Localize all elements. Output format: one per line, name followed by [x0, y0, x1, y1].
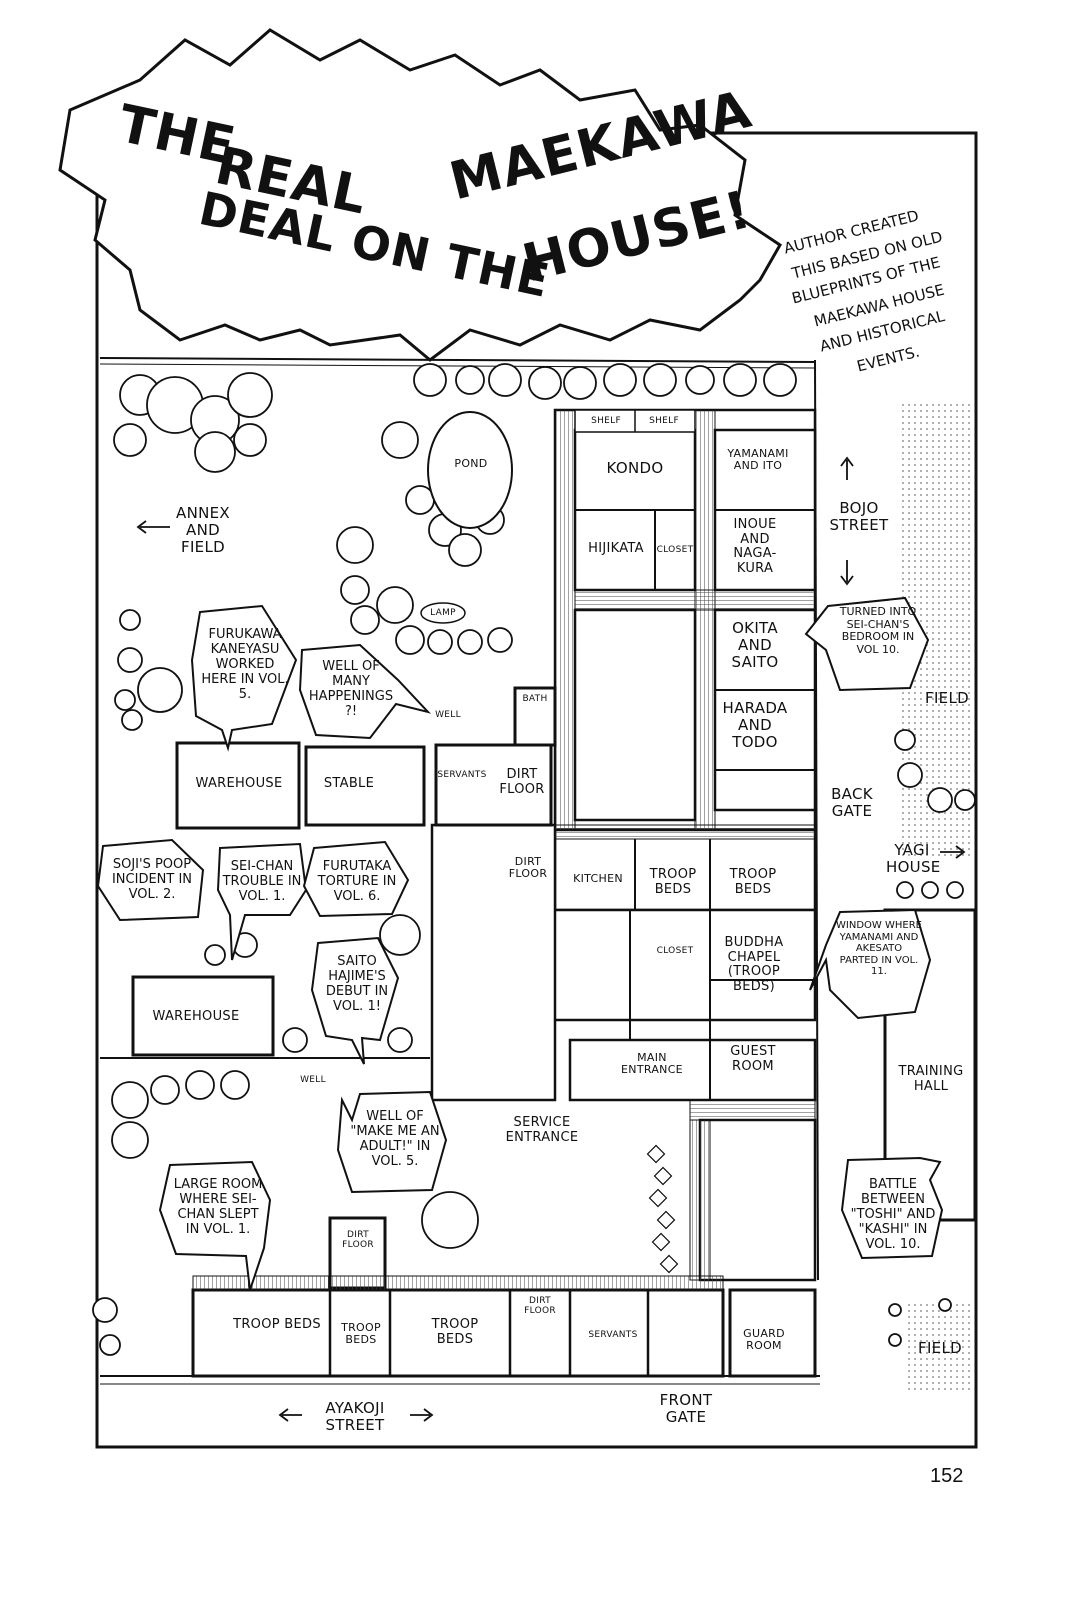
page-number: 152: [930, 1465, 964, 1487]
harada-todo-label: HARADA AND TODO: [722, 699, 788, 751]
direction-arrows: [136, 456, 966, 1422]
guest-room-label: GUEST ROOM: [730, 1044, 776, 1074]
guard-room-label: GUARD ROOM: [743, 1327, 785, 1353]
south-block-shape: [191, 1288, 725, 1378]
training-hall-label: TRAINING HALL: [898, 1064, 964, 1094]
field-label-east: FIELD: [925, 689, 969, 707]
bubble-furutaka: FURUTAKA TORTURE IN VOL. 6.: [317, 859, 397, 904]
okita-saito-label: OKITA AND SAITO: [731, 619, 779, 671]
main-entrance-label: MAIN ENTRANCE: [621, 1051, 683, 1077]
servants-shape: [434, 743, 553, 827]
bubble-soji: SOJI'S POOP INCIDENT IN VOL. 2.: [111, 857, 193, 902]
title-burst: [58, 28, 782, 362]
annex-field-label: ANNEX AND FIELD: [176, 504, 230, 556]
pond-label: POND: [454, 457, 488, 470]
bath-label: BATH: [522, 694, 548, 704]
dirt-floor-label-1: DIRT FLOOR: [499, 767, 545, 797]
troop-beds-label-4: TROOP BEDS: [341, 1321, 381, 1347]
field-southeast: [905, 1300, 974, 1390]
front-gate-label: FRONT GATE: [659, 1391, 713, 1426]
bubble-turned: TURNED INTO SEI-CHAN'S BEDROOM IN VOL 10…: [839, 605, 917, 656]
bubble-seichan-trouble: SEI-CHAN TROUBLE IN VOL. 1.: [222, 859, 302, 904]
speech-bubbles: [96, 596, 944, 1291]
bojo-street-label: BOJO STREET: [829, 499, 889, 534]
main-house: [430, 408, 817, 1282]
stable-label: STABLE: [323, 776, 375, 791]
troop-beds-label-2: TROOP BEDS: [729, 867, 777, 897]
warehouse-north-shape: [175, 741, 301, 830]
shelf-label-1: SHELF: [591, 416, 621, 426]
troop-beds-label-5: TROOP BEDS: [431, 1317, 479, 1347]
north-wall: [99, 357, 816, 363]
servants-label: SERVANTS: [437, 770, 487, 780]
yamanami-ito-label: YAMANAMI AND ITO: [727, 447, 789, 473]
bubble-battle: BATTLE BETWEEN "TOSHI" AND "KASHI" IN VO…: [850, 1177, 936, 1252]
kitchen-label: KITCHEN: [573, 872, 623, 885]
stable-shape: [304, 745, 426, 827]
dirt-floor-label-2: DIRT FLOOR: [508, 855, 548, 881]
buddha-chapel-label: BUDDHA CHAPEL (TROOP BEDS): [724, 935, 784, 994]
well-label-1: WELL: [435, 710, 461, 720]
servants-label-2: SERVANTS: [588, 1330, 638, 1340]
pond-shape: [427, 411, 513, 529]
warehouse-south-label: WAREHOUSE: [152, 1009, 240, 1024]
bubble-well-happenings: WELL OF MANY HAPPENINGS ?!: [308, 659, 394, 719]
troop-beds-label-1: TROOP BEDS: [649, 867, 697, 897]
dirt-floor-label-4: DIRT FLOOR: [342, 1230, 374, 1251]
bubble-well-adult: WELL OF "MAKE ME AN ADULT!" IN VOL. 5.: [350, 1109, 440, 1169]
inoue-label: INOUE AND NAGA-KURA: [733, 517, 777, 576]
closet-label-2: CLOSET: [656, 946, 694, 956]
hijikata-label: HIJIKATA: [588, 541, 644, 556]
bubble-saito-debut: SAITO HAJIME'S DEBUT IN VOL. 1!: [325, 954, 389, 1014]
warehouse-south-shape: [131, 975, 275, 1057]
bath-shape: [513, 686, 557, 747]
lamp-label: LAMP: [430, 608, 456, 618]
service-entrance-label: SERVICE ENTRANCE: [505, 1115, 579, 1145]
shelf-label-2: SHELF: [649, 416, 679, 426]
well-label-2: WELL: [300, 1075, 326, 1085]
closet-label: CLOSET: [656, 545, 694, 555]
dirt-floor-label-3: DIRT FLOOR: [524, 1296, 556, 1317]
yagi-house-label: YAGI HOUSE: [886, 841, 941, 876]
kondo-label: KONDO: [606, 459, 664, 477]
bubble-large-room: LARGE ROOM WHERE SEI-CHAN SLEPT IN VOL. …: [173, 1177, 263, 1237]
troop-beds-label-3: TROOP BEDS: [233, 1317, 321, 1332]
bubble-furukawa: FURUKAWA KANEYASU WORKED HERE IN VOL. 5.: [201, 627, 289, 702]
lamp-shape: [420, 602, 466, 624]
back-gate-label: BACK GATE: [831, 785, 873, 820]
warehouse-north-label: WAREHOUSE: [195, 776, 283, 791]
field-label-southeast: FIELD: [918, 1339, 962, 1357]
stepping-stones: [646, 1144, 679, 1274]
guard-room-shape: [728, 1288, 817, 1378]
ayakoji-street-label: AYAKOJI STREET: [325, 1399, 385, 1434]
bubble-window: WINDOW WHERE YAMANAMI AND AKESATO PARTED…: [836, 920, 922, 977]
